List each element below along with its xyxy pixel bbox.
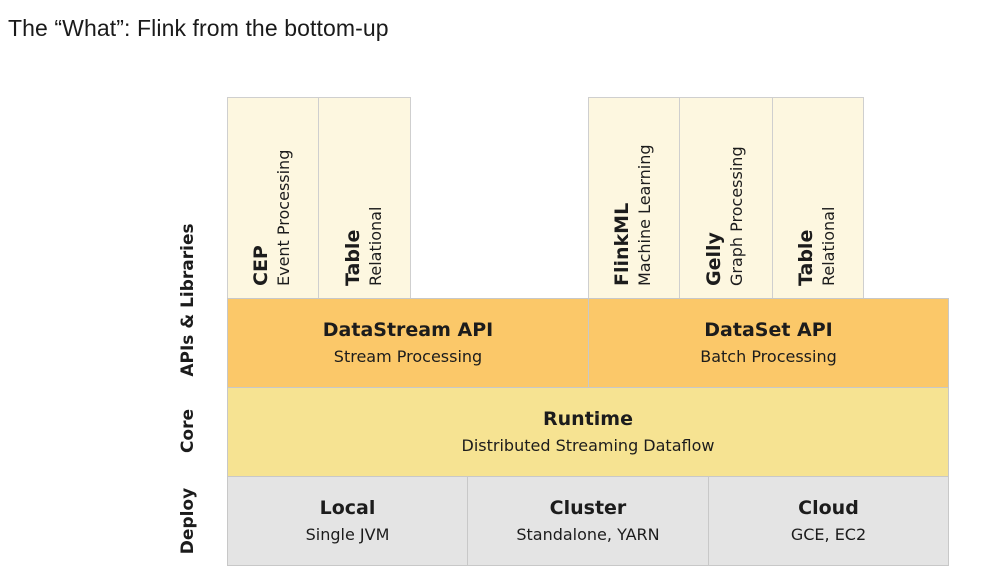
runtime-title: Runtime <box>543 408 633 430</box>
page-title: The “What”: Flink from the bottom-up <box>8 15 389 41</box>
dataset-api-subtitle: Batch Processing <box>700 347 837 366</box>
library-table-batch-name: Table <box>795 229 817 286</box>
library-cep: CEP Event Processing <box>227 97 319 299</box>
dataset-api-title: DataSet API <box>704 319 833 341</box>
library-flinkml-desc: Machine Learning <box>635 144 654 286</box>
dataset-api-box: DataSet API Batch Processing <box>588 298 949 388</box>
deploy-cluster-title: Cluster <box>549 497 627 519</box>
library-cep-name: CEP <box>250 245 272 286</box>
library-table-batch: Table Relational <box>772 97 864 299</box>
library-flinkml-name: FlinkML <box>611 202 633 286</box>
deploy-local-box: Local Single JVM <box>227 476 468 566</box>
deploy-cloud-box: Cloud GCE, EC2 <box>708 476 949 566</box>
datastream-api-subtitle: Stream Processing <box>333 347 483 366</box>
deploy-local-subtitle: Single JVM <box>305 525 390 544</box>
library-gelly-desc: Graph Processing <box>727 146 746 286</box>
library-table-stream-name: Table <box>341 229 364 286</box>
runtime-box: Runtime Distributed Streaming Dataflow <box>227 387 949 477</box>
runtime-subtitle: Distributed Streaming Dataflow <box>461 436 715 455</box>
datastream-api-box: DataStream API Stream Processing <box>227 298 589 388</box>
library-cep-desc: Event Processing <box>274 149 293 286</box>
library-gelly: Gelly Graph Processing <box>679 97 773 299</box>
datastream-api-title: DataStream API <box>322 319 494 341</box>
deploy-cloud-title: Cloud <box>798 497 859 519</box>
library-flinkml: FlinkML Machine Learning <box>588 97 680 299</box>
deploy-cluster-box: Cluster Standalone, YARN <box>467 476 709 566</box>
library-table-batch-desc: Relational <box>819 206 838 286</box>
library-table-stream: Table Relational <box>318 97 411 299</box>
deploy-cluster-subtitle: Standalone, YARN <box>516 525 660 544</box>
deploy-local-title: Local <box>319 497 376 519</box>
library-table-stream-desc: Relational <box>365 206 385 286</box>
library-gelly-name: Gelly <box>703 232 725 286</box>
deploy-cloud-subtitle: GCE, EC2 <box>790 525 867 544</box>
